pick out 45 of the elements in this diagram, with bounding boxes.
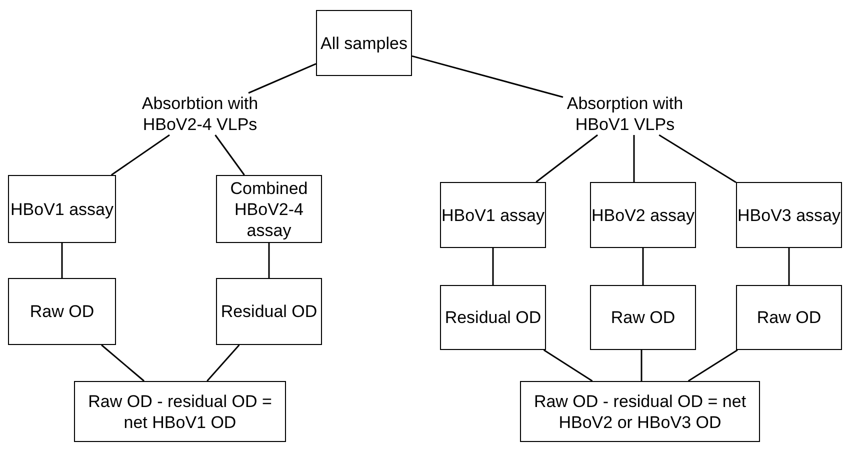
connector-line (788, 248, 790, 285)
connector-line (214, 134, 245, 176)
connector-line (101, 344, 144, 382)
connector-line (61, 243, 63, 278)
process-box (8, 278, 116, 345)
connector-line (412, 55, 564, 98)
connector-line (658, 134, 736, 183)
process-box (216, 278, 322, 345)
connector-line (543, 349, 593, 382)
connector-line (633, 135, 635, 182)
box-text: Residual OD (220, 301, 318, 322)
process-box (440, 285, 546, 350)
box-text: All samples (320, 32, 408, 54)
branch-label: Absorption with HBoV1 VLPs (563, 93, 687, 135)
box-text: Raw OD - residual OD = net HBoV1 OD (87, 390, 273, 432)
connector-line (248, 63, 316, 94)
box-text: HBoV3 assay (738, 204, 840, 226)
process-box (736, 285, 842, 350)
process-box (736, 182, 842, 248)
process-box (590, 285, 696, 350)
connector-line (268, 243, 270, 278)
box-text: Combined HBoV2-4 assay (229, 178, 309, 240)
connector-line (492, 248, 494, 285)
box-text: HBoV1 assay (10, 198, 114, 220)
box-text: HBoV1 assay (442, 204, 544, 226)
box-text: Raw OD - residual OD = net HBoV2 or HBoV3 OD (532, 390, 748, 432)
box-text: Raw OD (30, 301, 94, 322)
branch-label: Absorbtion with HBoV2-4 VLPs (138, 93, 262, 135)
process-box (590, 182, 696, 248)
connector-line (688, 349, 738, 382)
connector-line (642, 248, 644, 285)
process-box (440, 182, 546, 248)
connector-line (110, 134, 170, 176)
box-text: HBoV2 assay (592, 204, 694, 226)
box-text: Raw OD (610, 307, 676, 328)
process-box (316, 10, 412, 76)
box-text: Residual OD (444, 307, 542, 328)
process-box (74, 381, 286, 442)
connector-line (206, 344, 240, 382)
connector-line (536, 134, 598, 183)
process-box (216, 175, 322, 243)
process-box (8, 175, 116, 243)
process-box (520, 381, 760, 442)
connector-line (640, 350, 642, 381)
box-text: Raw OD (756, 307, 822, 328)
